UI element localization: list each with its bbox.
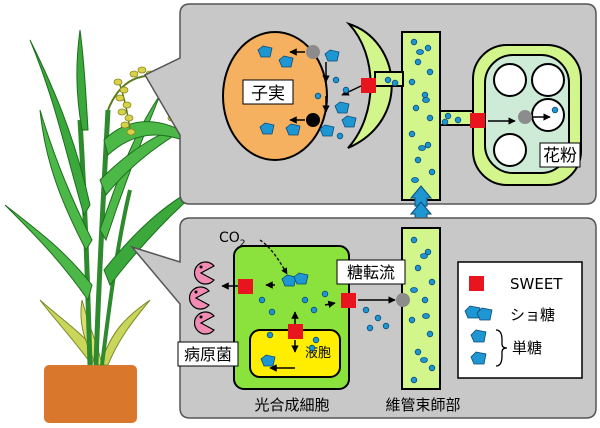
legend-sucrose-label: ショ糖	[510, 306, 555, 324]
pollen-label: 花粉	[543, 146, 577, 166]
phloem-label: 維管束師部	[385, 396, 460, 414]
photosynthetic-cell-label: 光合成細胞	[254, 396, 329, 414]
upper-panel: 子実 花粉	[143, 3, 597, 239]
sweet-transporter	[341, 293, 356, 308]
sugar-flow-label: 糖転流	[347, 263, 395, 282]
crescent-tissue	[345, 21, 393, 149]
legend-sweet-label: SWEET	[510, 275, 563, 293]
lower-panel: 液胞 糖転流 CO2 病原菌	[129, 217, 597, 419]
transporter-gray-seed	[306, 45, 320, 59]
phloem-vessel-lower	[401, 227, 441, 390]
seed-label: 子実	[251, 84, 285, 104]
pathogen-icons	[188, 261, 215, 335]
sweet-transporter	[470, 113, 485, 128]
legend-monosaccharide-label: 単糖	[512, 339, 542, 357]
pollen-grain	[493, 133, 527, 167]
legend-sucrose-swatch	[464, 305, 493, 321]
pollen-grain	[493, 63, 527, 97]
pathogen-label: 病原菌	[184, 345, 232, 364]
transporter-black-seed	[306, 113, 320, 127]
co2-label: CO2	[219, 230, 246, 249]
sweet-transporter	[238, 279, 253, 294]
sugars-upper	[257, 38, 559, 176]
legend-monosaccharide-swatch	[470, 329, 487, 365]
legend-box: SWEET ショ糖 単糖	[457, 261, 583, 379]
transporter-gray-pollen	[518, 110, 532, 124]
transporter-gray-phloem	[396, 293, 410, 307]
pollen-grain	[531, 63, 565, 97]
plant-pot	[44, 365, 137, 423]
phloem-vessel-upper	[401, 31, 441, 201]
rice-plant-illustration	[4, 29, 221, 423]
pollen-grain	[531, 98, 565, 132]
sweet-transporter	[361, 78, 376, 93]
legend-sweet-swatch	[469, 276, 484, 291]
sugars-lower	[258, 236, 436, 384]
sweet-transporter	[288, 324, 303, 339]
